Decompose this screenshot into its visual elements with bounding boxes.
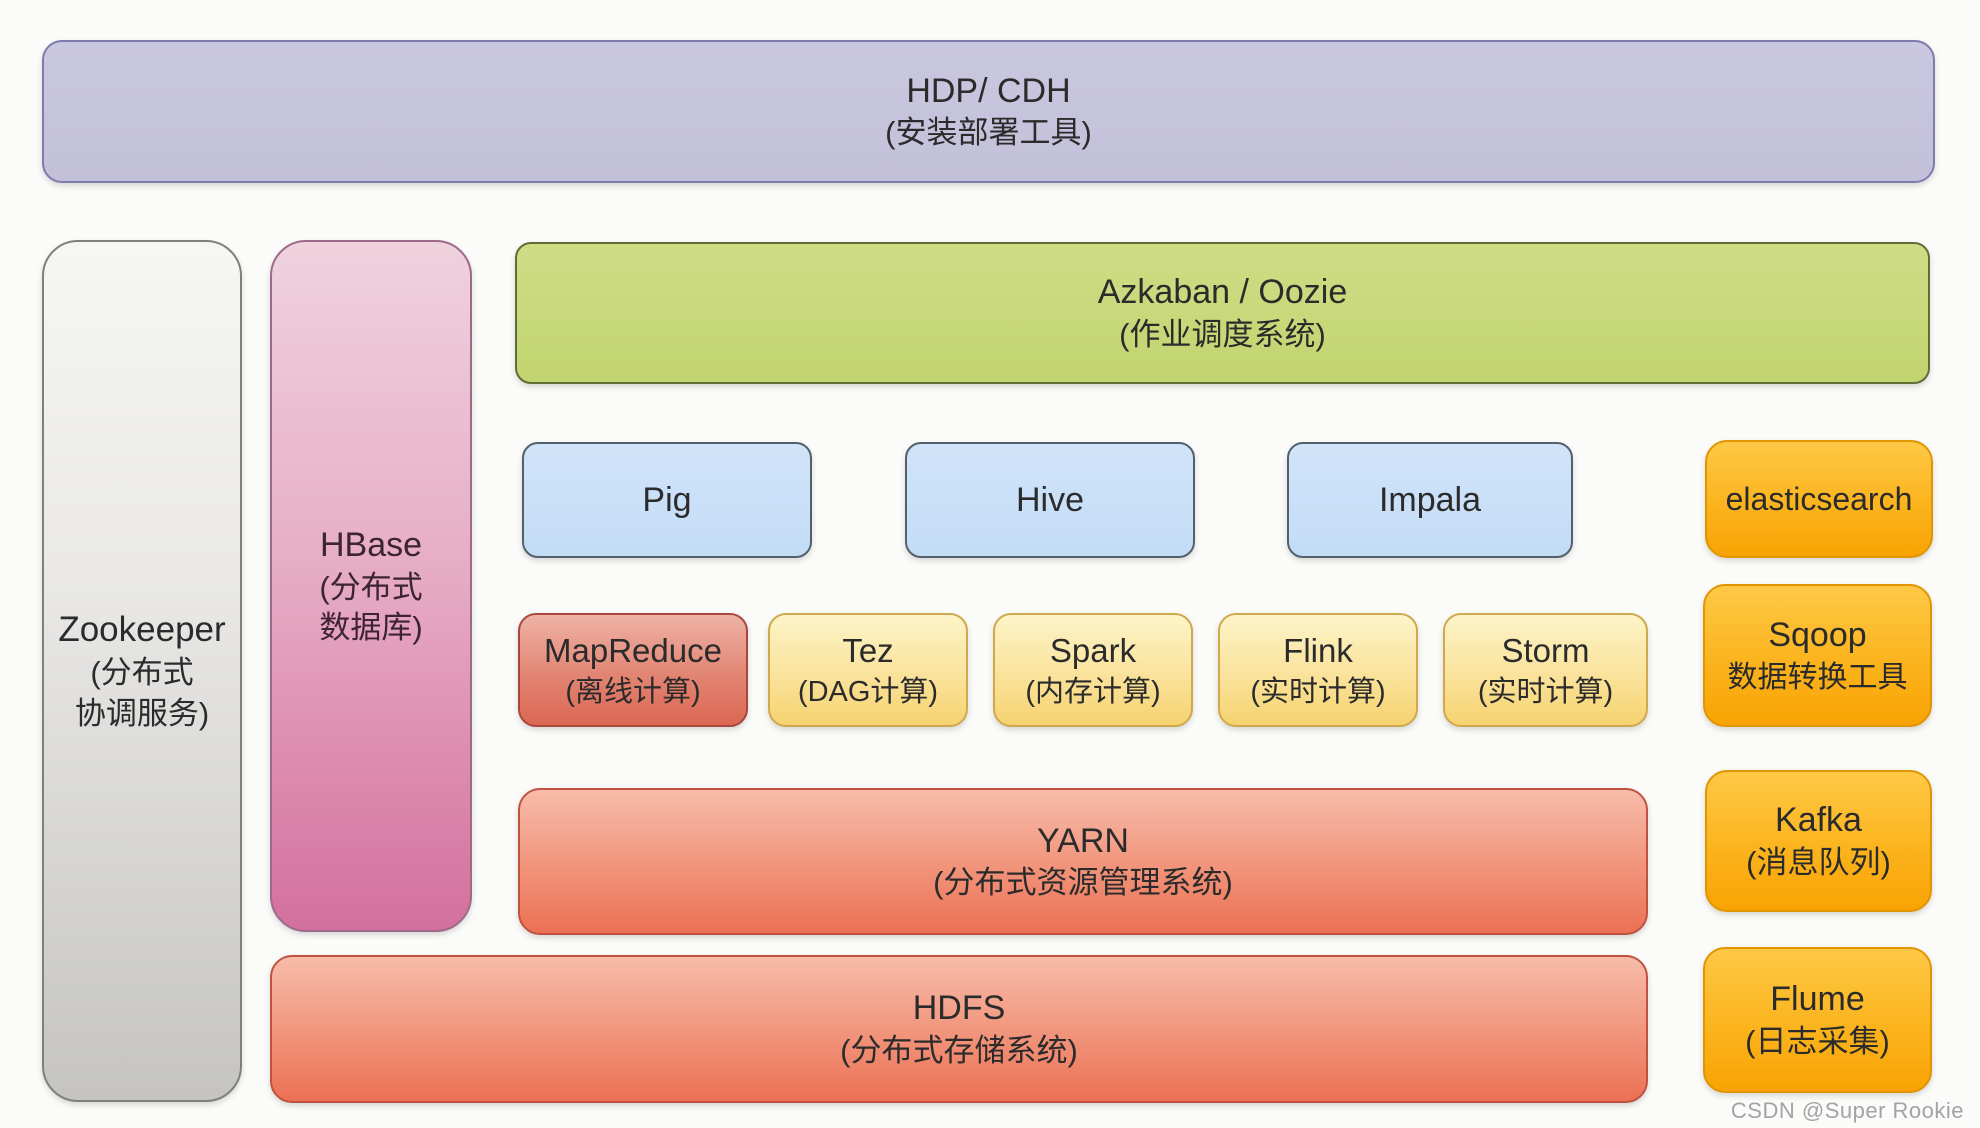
hdfs-subtitle: (分布式存储系统) xyxy=(840,1032,1078,1068)
kafka-box: Kafka (消息队列) xyxy=(1705,770,1932,912)
hbase-title: HBase xyxy=(319,525,423,564)
spark-title: Spark xyxy=(1049,632,1137,670)
sqoop-box: Sqoop 数据转换工具 xyxy=(1703,584,1932,727)
azkaban-oozie-subtitle: (作业调度系统) xyxy=(1119,316,1326,352)
zookeeper-title: Zookeeper xyxy=(58,610,226,649)
spark-box: Spark (内存计算) xyxy=(993,613,1193,727)
yarn-subtitle: (分布式资源管理系统) xyxy=(933,865,1233,901)
zookeeper-subtitle-line2: 协调服务) xyxy=(74,696,210,732)
tez-title: Tez xyxy=(842,632,894,670)
elasticsearch-box: elasticsearch xyxy=(1705,440,1933,558)
kafka-subtitle: (消息队列) xyxy=(1746,844,1891,880)
tez-box: Tez (DAG计算) xyxy=(768,613,968,727)
storm-subtitle: (实时计算) xyxy=(1477,675,1614,708)
flink-box: Flink (实时计算) xyxy=(1218,613,1418,727)
mapreduce-box: MapReduce (离线计算) xyxy=(518,613,748,727)
hdfs-title: HDFS xyxy=(912,989,1006,1028)
hbase-subtitle-line1: (分布式 xyxy=(319,569,423,605)
hdp-cdh-title: HDP/ CDH xyxy=(906,71,1071,110)
csdn-watermark: CSDN @Super Rookie xyxy=(1730,1098,1964,1123)
tez-subtitle: (DAG计算) xyxy=(797,675,939,708)
pig-title: Pig xyxy=(642,480,692,519)
storm-title: Storm xyxy=(1501,632,1590,670)
sqoop-title: Sqoop xyxy=(1768,616,1867,655)
flume-subtitle: (日志采集) xyxy=(1745,1023,1890,1059)
flume-box: Flume (日志采集) xyxy=(1703,947,1932,1093)
spark-subtitle: (内存计算) xyxy=(1025,675,1161,708)
hdp-cdh-subtitle: (安装部署工具) xyxy=(885,115,1092,151)
hbase-box: HBase (分布式 数据库) xyxy=(270,240,472,932)
hbase-subtitle-line2: 数据库) xyxy=(319,610,423,646)
storm-box: Storm (实时计算) xyxy=(1443,613,1648,727)
zookeeper-box: Zookeeper (分布式 协调服务) xyxy=(42,240,242,1102)
impala-title: Impala xyxy=(1378,480,1482,519)
impala-box: Impala xyxy=(1287,442,1573,558)
flume-title: Flume xyxy=(1770,980,1865,1019)
hive-box: Hive xyxy=(905,442,1195,558)
elasticsearch-title: elasticsearch xyxy=(1725,480,1913,517)
zookeeper-subtitle-line1: (分布式 xyxy=(90,655,194,691)
kafka-title: Kafka xyxy=(1775,801,1862,840)
azkaban-oozie-box: Azkaban / Oozie (作业调度系统) xyxy=(515,242,1930,384)
mapreduce-subtitle: (离线计算) xyxy=(565,675,701,708)
flink-subtitle: (实时计算) xyxy=(1250,675,1386,708)
mapreduce-title: MapReduce xyxy=(544,632,722,670)
sqoop-subtitle: 数据转换工具 xyxy=(1727,661,1908,695)
yarn-title: YARN xyxy=(1037,821,1129,860)
hdp-cdh-box: HDP/ CDH (安装部署工具) xyxy=(42,40,1935,183)
flink-title: Flink xyxy=(1283,632,1353,670)
hive-title: Hive xyxy=(1015,480,1085,519)
hdfs-box: HDFS (分布式存储系统) xyxy=(270,955,1648,1103)
pig-box: Pig xyxy=(522,442,812,558)
yarn-box: YARN (分布式资源管理系统) xyxy=(518,788,1648,935)
azkaban-oozie-title: Azkaban / Oozie xyxy=(1097,273,1348,312)
